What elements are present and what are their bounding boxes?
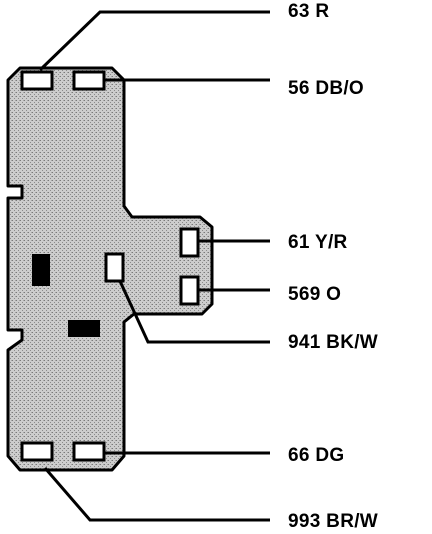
pin-label-569-o: 569 O [288, 284, 342, 305]
pin-label-66-dg: 66 DG [288, 445, 345, 466]
wire-line-993-br-w [43, 467, 270, 522]
pin-label-941-bk-w: 941 BK/W [288, 332, 379, 353]
terminal-993-br-w [72, 441, 106, 462]
blocked-cavity-left [32, 254, 50, 286]
terminal-569-o [179, 275, 200, 306]
pin-label-56-db-o: 56 DB/O [288, 78, 365, 99]
terminal-941-bk-w [104, 252, 125, 283]
wire-line-941-bk-w [112, 267, 270, 344]
pin-label-993-br-w: 993 BR/W [288, 511, 379, 532]
pin-label-63-r: 63 R [288, 1, 330, 22]
blocked-cavity-center [68, 320, 100, 337]
terminal-61-y-r [179, 227, 200, 258]
terminal-56-db-o [72, 70, 106, 91]
wire-line-63-r [38, 10, 270, 72]
terminal-63-r [20, 70, 54, 91]
pin-label-61-y-r: 61 Y/R [288, 232, 348, 253]
terminal-66-dg [20, 441, 54, 462]
